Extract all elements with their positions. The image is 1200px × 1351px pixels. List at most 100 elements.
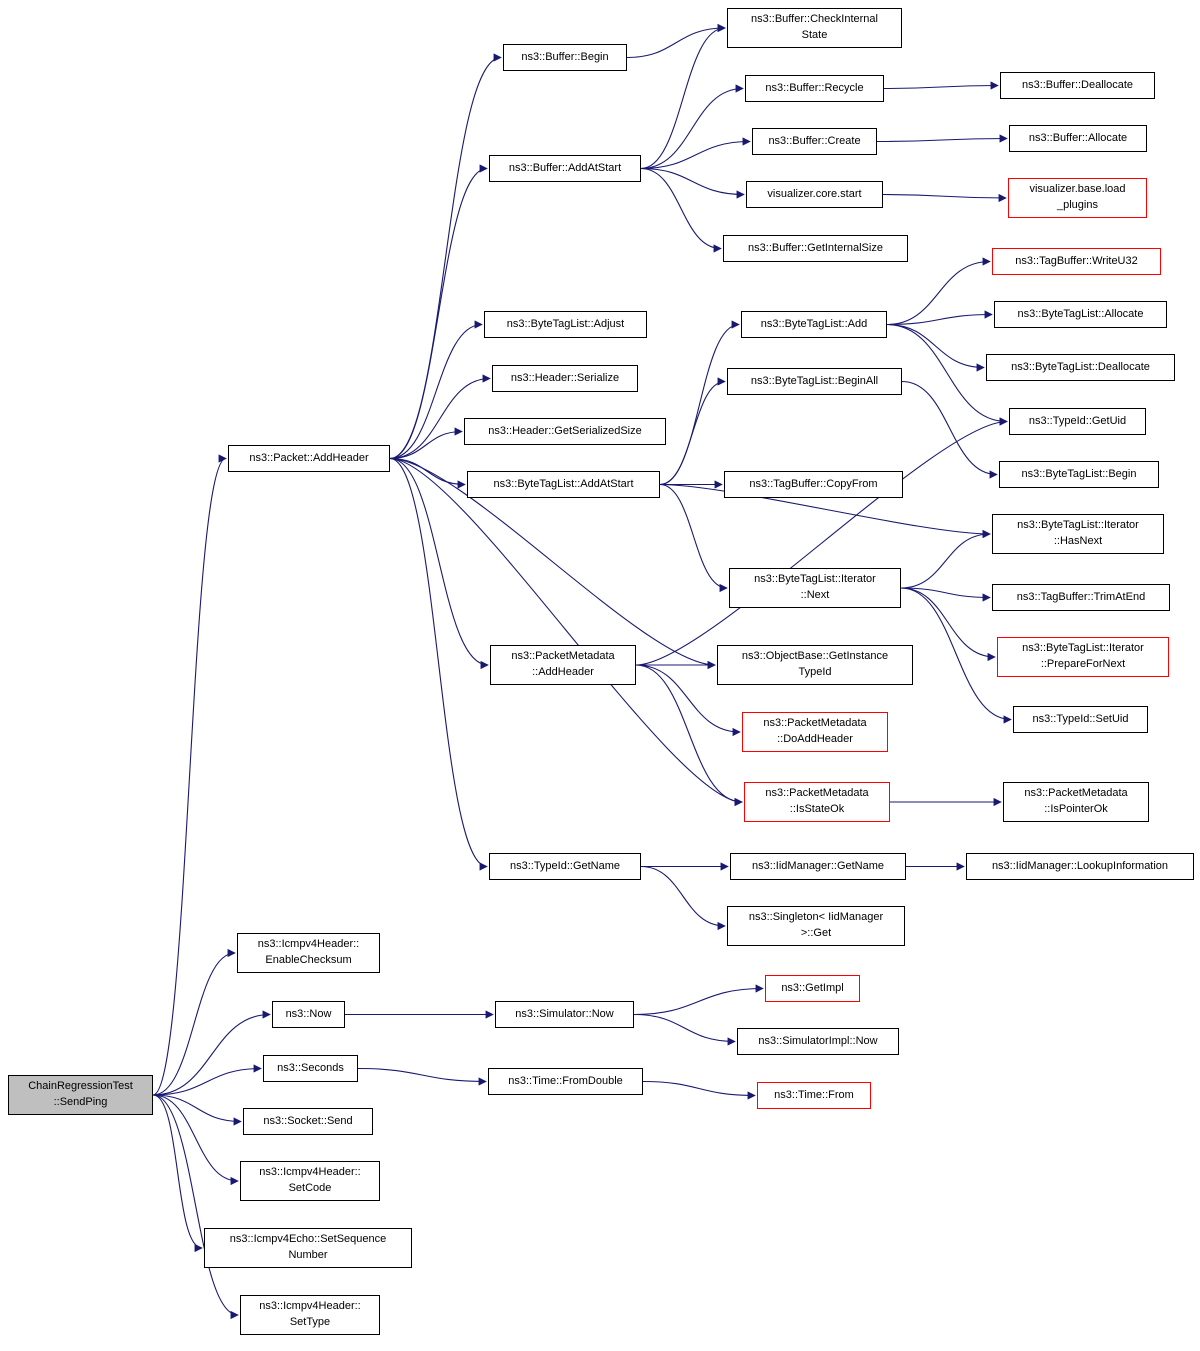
edge-btl-add-to-btl-deallocate <box>886 323 985 372</box>
edge-packet-addheader-to-buffer-begin <box>389 53 502 460</box>
node-label: ns3::Icmpv4Echo::SetSequence <box>229 1233 387 1246</box>
node-typeid-setuid[interactable]: ns3::TypeId::SetUid <box>1013 706 1148 733</box>
node-singleton-get[interactable]: ns3::Singleton< IidManager>::Get <box>727 906 905 946</box>
node-btl-adjust[interactable]: ns3::ByteTagList::Adjust <box>484 311 647 338</box>
edge-btl-add-to-tb-writeu32 <box>886 257 991 326</box>
node-label: ns3::Header::Serialize <box>510 371 620 384</box>
edge-time-fromdouble-to-time-from <box>642 1080 756 1100</box>
edge-sendping-to-socket-send <box>152 1094 242 1126</box>
node-now[interactable]: ns3::Now <box>272 1001 345 1028</box>
node-pm-ispointerok[interactable]: ns3::PacketMetadata::IsPointerOk <box>1003 782 1149 822</box>
node-time-fromdouble[interactable]: ns3::Time::FromDouble <box>488 1068 643 1095</box>
node-label: ns3::Seconds <box>277 1061 344 1074</box>
edge-btl-beginall-to-btl-begin <box>901 380 998 479</box>
node-pm-doaddheader[interactable]: ns3::PacketMetadata::DoAddHeader <box>742 712 888 752</box>
node-label: ns3::Buffer::AddAtStart <box>508 161 622 174</box>
node-label: ns3::ByteTagList::Iterator <box>754 573 876 586</box>
edge-btl-addatstart-to-btl-add <box>659 320 740 486</box>
node-simulatorimpl-now[interactable]: ns3::SimulatorImpl::Now <box>737 1028 899 1055</box>
node-it-preparefornext[interactable]: ns3::ByteTagList::Iterator::PrepareForNe… <box>997 637 1169 677</box>
node-pm-addheader[interactable]: ns3::PacketMetadata::AddHeader <box>490 645 636 685</box>
node-label: ns3::PacketMetadata <box>763 717 867 730</box>
node-label: ns3::Socket::Send <box>263 1114 353 1127</box>
node-buffer-deallocate[interactable]: ns3::Buffer::Deallocate <box>1000 72 1155 99</box>
node-buffer-create[interactable]: ns3::Buffer::Create <box>752 128 877 155</box>
node-header-getserializedsize[interactable]: ns3::Header::GetSerializedSize <box>464 418 666 445</box>
node-vis-loadplugins[interactable]: visualizer.base.load_plugins <box>1008 178 1147 218</box>
node-label: State <box>801 29 828 41</box>
node-label: ns3::TagBuffer::TrimAtEnd <box>1016 590 1146 603</box>
node-simulator-now[interactable]: ns3::Simulator::Now <box>495 1001 634 1028</box>
edge-simulator-now-to-getimpl <box>633 984 764 1016</box>
node-iid-getname[interactable]: ns3::IidManager::GetName <box>730 853 906 880</box>
node-seconds[interactable]: ns3::Seconds <box>263 1055 358 1082</box>
node-label: ::SendPing <box>53 1096 108 1108</box>
node-label: ::Next <box>800 589 830 601</box>
edge-buffer-create-to-buffer-allocate <box>876 134 1008 143</box>
node-btl-add[interactable]: ns3::ByteTagList::Add <box>741 311 887 338</box>
node-label: ns3::ByteTagList::Iterator <box>1017 519 1139 532</box>
edge-packet-addheader-to-pm-isstateok <box>389 457 743 807</box>
edge-btl-add-to-btl-allocate <box>886 310 993 326</box>
node-buffer-addatstart[interactable]: ns3::Buffer::AddAtStart <box>489 155 641 182</box>
node-label: >::Get <box>800 927 832 939</box>
node-label: ns3::Buffer::Recycle <box>765 81 864 94</box>
node-buffer-allocate[interactable]: ns3::Buffer::Allocate <box>1009 125 1147 152</box>
node-btl-begin[interactable]: ns3::ByteTagList::Begin <box>999 461 1159 488</box>
node-buffer-getinternalsize[interactable]: ns3::Buffer::GetInternalSize <box>723 235 908 262</box>
node-packet-addheader[interactable]: ns3::Packet::AddHeader <box>228 445 390 472</box>
node-buffer-begin[interactable]: ns3::Buffer::Begin <box>503 44 627 71</box>
node-lookupinfo[interactable]: ns3::IidManager::LookupInformation <box>966 853 1194 880</box>
node-typeid-getuid[interactable]: ns3::TypeId::GetUid <box>1009 408 1146 435</box>
node-socket-send[interactable]: ns3::Socket::Send <box>243 1108 373 1135</box>
edge-sendping-to-setcode <box>152 1094 239 1186</box>
node-tb-copyfrom[interactable]: ns3::TagBuffer::CopyFrom <box>724 471 903 498</box>
node-tb-trimatend[interactable]: ns3::TagBuffer::TrimAtEnd <box>992 584 1170 611</box>
node-label: ns3::GetImpl <box>781 981 844 994</box>
edge-packet-addheader-to-btl-addatstart <box>389 457 466 489</box>
edge-buffer-recycle-to-buffer-deallocate <box>883 81 999 90</box>
node-label: ns3::SimulatorImpl::Now <box>758 1034 878 1047</box>
node-label: ns3::Buffer::Create <box>768 134 861 147</box>
node-btl-deallocate[interactable]: ns3::ByteTagList::Deallocate <box>986 354 1175 381</box>
node-settype[interactable]: ns3::Icmpv4Header::SetType <box>240 1295 380 1335</box>
node-sendping[interactable]: ChainRegressionTest::SendPing <box>8 1075 153 1115</box>
edge-seconds-to-time-fromdouble <box>357 1067 487 1086</box>
node-tb-writeu32[interactable]: ns3::TagBuffer::WriteU32 <box>992 248 1161 275</box>
edge-sendping-to-seconds <box>152 1064 262 1096</box>
node-vis-start[interactable]: visualizer.core.start <box>746 181 883 208</box>
node-getimpl[interactable]: ns3::GetImpl <box>765 975 860 1002</box>
node-label: ns3::ByteTagList::BeginAll <box>750 374 879 387</box>
node-label: ns3::ObjectBase::GetInstance <box>741 650 889 663</box>
edge-sendping-to-setseq <box>152 1094 203 1253</box>
node-label: ns3::IidManager::GetName <box>751 859 885 872</box>
node-enablechecksum[interactable]: ns3::Icmpv4Header::EnableChecksum <box>237 933 380 973</box>
node-label: ns3::ByteTagList::AddAtStart <box>493 477 634 490</box>
node-it-next[interactable]: ns3::ByteTagList::Iterator::Next <box>729 568 901 608</box>
node-pm-isstateok[interactable]: ns3::PacketMetadata::IsStateOk <box>744 782 890 822</box>
node-btl-addatstart[interactable]: ns3::ByteTagList::AddAtStart <box>467 471 660 498</box>
node-label: ns3::TypeId::GetName <box>509 859 621 872</box>
node-btl-allocate[interactable]: ns3::ByteTagList::Allocate <box>994 301 1167 328</box>
node-label: ::DoAddHeader <box>777 733 853 745</box>
edge-it-next-to-it-hasnext <box>900 529 991 589</box>
node-label: ns3::TypeId::SetUid <box>1032 712 1129 725</box>
edge-pm-addheader-to-typeid-getuid <box>635 417 1008 666</box>
node-header-serialize[interactable]: ns3::Header::Serialize <box>492 365 638 392</box>
node-label: ns3::Icmpv4Header:: <box>259 1166 361 1179</box>
node-buffer-recycle[interactable]: ns3::Buffer::Recycle <box>745 75 884 102</box>
node-label: ns3::Buffer::Deallocate <box>1021 78 1134 91</box>
node-btl-beginall[interactable]: ns3::ByteTagList::BeginAll <box>727 368 902 395</box>
edge-vis-start-to-vis-loadplugins <box>882 193 1007 203</box>
node-setcode[interactable]: ns3::Icmpv4Header::SetCode <box>240 1161 380 1201</box>
node-label: ::PrepareForNext <box>1040 658 1126 670</box>
node-time-from[interactable]: ns3::Time::From <box>757 1082 871 1109</box>
node-it-hasnext[interactable]: ns3::ByteTagList::Iterator::HasNext <box>992 514 1164 554</box>
node-typeid-getname[interactable]: ns3::TypeId::GetName <box>489 853 641 880</box>
node-label: EnableChecksum <box>265 954 352 966</box>
node-label: ns3::Header::GetSerializedSize <box>488 424 642 437</box>
